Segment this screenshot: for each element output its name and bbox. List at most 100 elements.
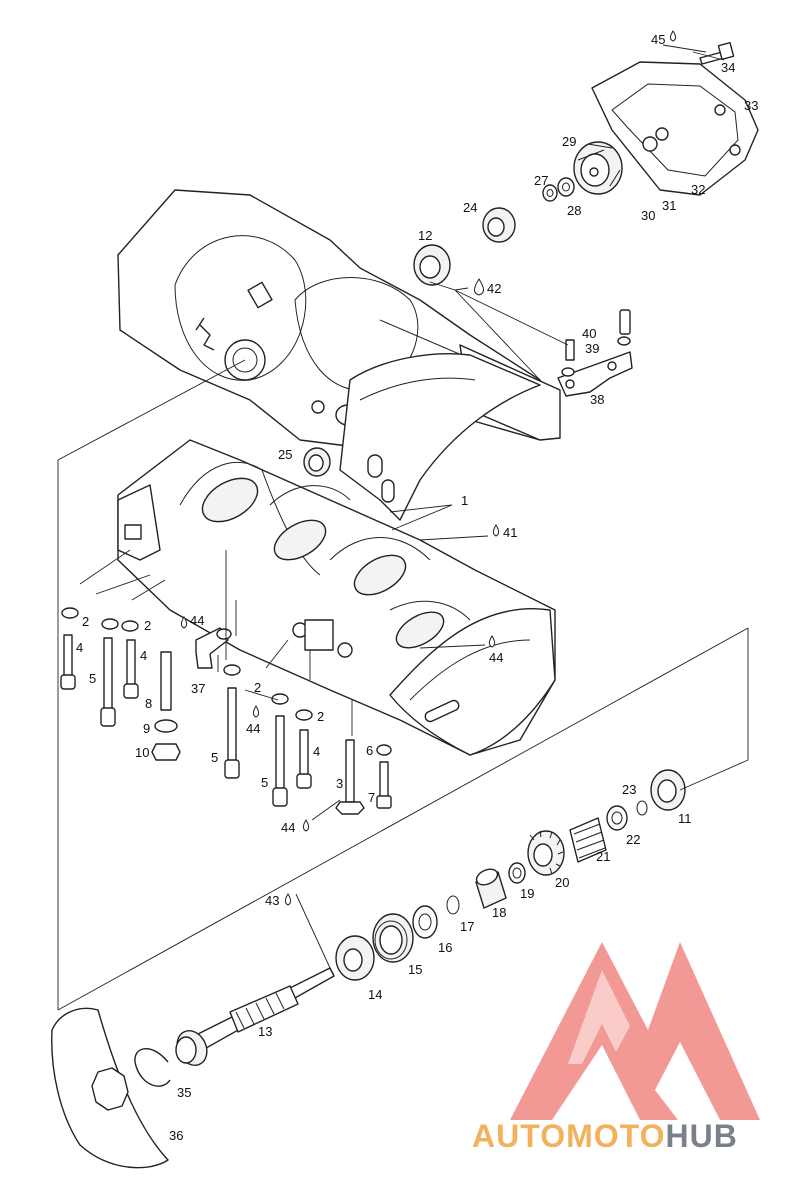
- callout-29: 29: [562, 134, 576, 149]
- washer-19: [508, 862, 526, 884]
- callout-labels: 45 34 33 29 32 27 28 30 31 24 12 42 40 3…: [76, 32, 758, 1143]
- callout-3: 3: [336, 776, 343, 791]
- callout-44a: 44: [190, 613, 204, 628]
- callout-17: 17: [460, 919, 474, 934]
- callout-22: 22: [626, 832, 640, 847]
- callout-12: 12: [418, 228, 432, 243]
- washer-16: [412, 905, 438, 939]
- callout-44b: 44: [246, 721, 260, 736]
- seal-24: [482, 207, 516, 243]
- callout-4c: 4: [313, 744, 320, 759]
- circlip-35: [134, 1047, 171, 1087]
- callout-44d: 44: [281, 820, 295, 835]
- callout-5a: 5: [89, 671, 96, 686]
- logo-triangle-icon: [510, 942, 760, 1120]
- callout-19: 19: [520, 886, 534, 901]
- callout-2b: 2: [144, 618, 151, 633]
- callout-7: 7: [368, 790, 375, 805]
- drop-icon: [492, 524, 500, 537]
- callout-23: 23: [622, 782, 636, 797]
- callout-13: 13: [258, 1024, 272, 1039]
- logo-text-hub: HUB: [665, 1118, 738, 1154]
- drop-icon: [302, 819, 310, 832]
- callout-5b: 5: [211, 750, 218, 765]
- washer-27: [542, 184, 558, 202]
- drop-icon: [488, 635, 496, 648]
- callout-6: 6: [366, 743, 373, 758]
- logo-wordmark: AUTOMOTOHUB: [472, 1118, 738, 1155]
- callout-35: 35: [177, 1085, 191, 1100]
- seal-14: [335, 935, 375, 981]
- ring-17: [446, 895, 460, 915]
- leader-lines: [57, 44, 749, 1011]
- seal-25: [303, 447, 331, 477]
- callout-43: 43: [265, 893, 279, 908]
- callout-39: 39: [585, 341, 599, 356]
- fluid-drop-icons: [180, 30, 677, 906]
- logo-text-automoto: AUTOMOTO: [472, 1118, 666, 1154]
- bracket-38: [557, 351, 633, 397]
- callout-41: 41: [503, 525, 517, 540]
- plate-36: [51, 1007, 169, 1169]
- lower-crankcase: [117, 439, 556, 756]
- callout-36: 36: [169, 1128, 183, 1143]
- callout-8: 8: [145, 696, 152, 711]
- callout-38: 38: [590, 392, 604, 407]
- callout-21: 21: [596, 849, 610, 864]
- upper-crankcase-shell: [339, 353, 541, 521]
- callout-28: 28: [567, 203, 581, 218]
- callout-4a: 4: [76, 640, 83, 655]
- washer-39: [561, 336, 631, 377]
- callout-9: 9: [143, 721, 150, 736]
- callout-14: 14: [368, 987, 382, 1002]
- callout-40: 40: [582, 326, 596, 341]
- drop-icon: [474, 278, 484, 296]
- impeller-29: [573, 141, 623, 195]
- bolt-34: [699, 41, 735, 65]
- lower-fasteners: [60, 607, 392, 815]
- callout-31: 31: [662, 198, 676, 213]
- callout-32: 32: [691, 182, 705, 197]
- callout-24: 24: [463, 200, 477, 215]
- callout-2c: 2: [254, 680, 261, 695]
- callout-10: 10: [135, 745, 149, 760]
- callout-11: 11: [678, 811, 692, 826]
- ring-22: [606, 805, 628, 831]
- gear-20: [527, 830, 565, 876]
- bolt-40: [565, 309, 631, 361]
- callout-15: 15: [408, 962, 422, 977]
- pump-housing-33: [591, 61, 759, 196]
- drop-icon: [669, 30, 677, 42]
- callout-37: 37: [191, 681, 205, 696]
- callout-5c: 5: [261, 775, 268, 790]
- callout-30: 30: [641, 208, 655, 223]
- callout-33: 33: [744, 98, 758, 113]
- bearing-12: [413, 244, 451, 286]
- callout-25: 25: [278, 447, 292, 462]
- automotohub-logo: [510, 942, 760, 1120]
- washer-28: [557, 177, 575, 197]
- callout-4b: 4: [140, 648, 147, 663]
- callout-16: 16: [438, 940, 452, 955]
- callout-44c: 44: [489, 650, 503, 665]
- drop-icon: [180, 616, 188, 629]
- callout-2a: 2: [82, 614, 89, 629]
- sleeve-18: [475, 868, 507, 909]
- callout-45: 45: [651, 32, 665, 47]
- callout-18: 18: [492, 905, 506, 920]
- callout-2d: 2: [317, 709, 324, 724]
- callout-42: 42: [487, 281, 501, 296]
- shaft-13: [175, 967, 335, 1067]
- spring-21: [569, 817, 607, 863]
- drop-icon: [252, 705, 260, 718]
- callout-20: 20: [555, 875, 569, 890]
- callout-27: 27: [534, 173, 548, 188]
- ring-23: [636, 800, 648, 816]
- callout-1: 1: [461, 493, 468, 508]
- callout-34: 34: [721, 60, 735, 75]
- bearing-11: [650, 769, 686, 811]
- drop-icon: [284, 893, 292, 906]
- bearing-15: [372, 913, 414, 963]
- fitting-37: [195, 627, 232, 669]
